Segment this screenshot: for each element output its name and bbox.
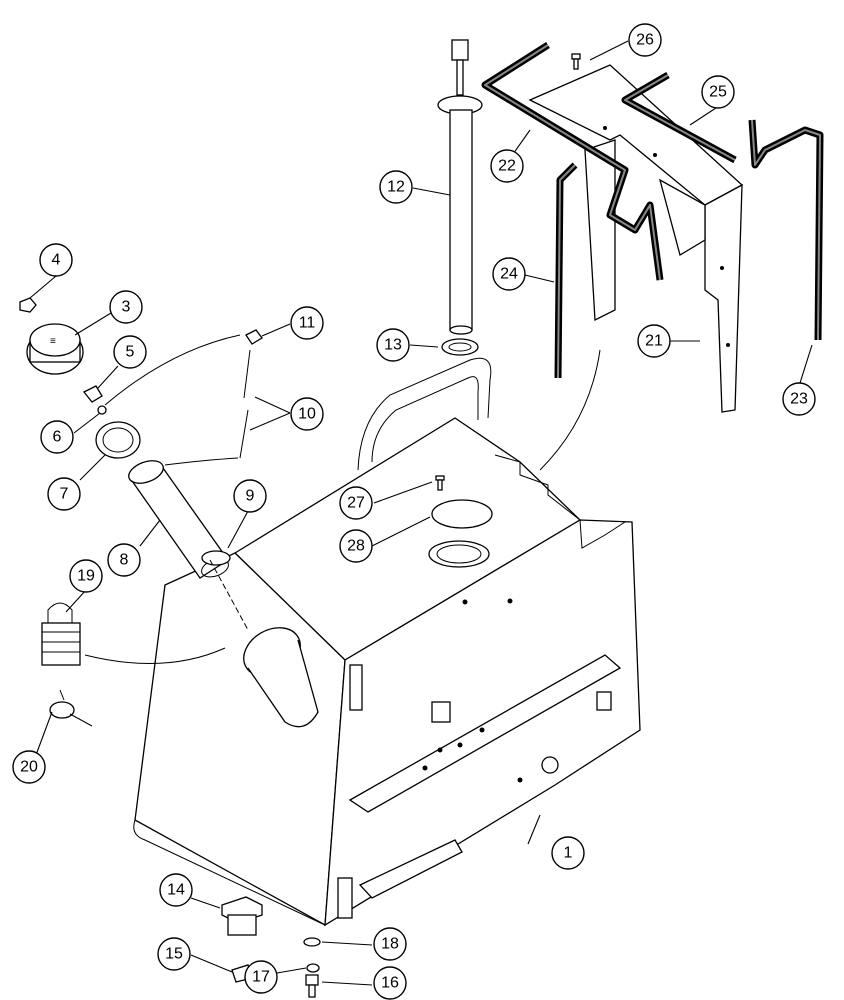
assembly-line-bracket bbox=[539, 349, 601, 471]
svg-text:26: 26 bbox=[636, 32, 654, 49]
callout-4: 4 bbox=[39, 243, 73, 277]
screw-27 bbox=[435, 475, 445, 491]
seal-strip-22 bbox=[481, 42, 664, 281]
callout-13: 13 bbox=[376, 328, 410, 362]
callout-23: 23 bbox=[782, 382, 816, 416]
sender-gasket bbox=[441, 338, 479, 356]
svg-text:14: 14 bbox=[167, 882, 185, 899]
fitting-5 bbox=[82, 385, 103, 403]
svg-text:≡: ≡ bbox=[50, 336, 56, 347]
seal-strip-24 bbox=[554, 162, 578, 379]
cap-gasket bbox=[95, 421, 141, 459]
svg-text:20: 20 bbox=[20, 759, 38, 776]
fuel-tank bbox=[133, 357, 641, 927]
svg-text:28: 28 bbox=[347, 538, 365, 555]
svg-text:15: 15 bbox=[165, 946, 183, 963]
callout-28: 28 bbox=[339, 529, 373, 563]
callout-24: 24 bbox=[492, 257, 526, 291]
callout-26: 26 bbox=[628, 23, 662, 57]
callout-25: 25 bbox=[701, 75, 735, 109]
washer-18 bbox=[303, 937, 321, 947]
svg-text:5: 5 bbox=[126, 344, 135, 361]
callout-12: 12 bbox=[379, 170, 413, 204]
svg-text:11: 11 bbox=[299, 315, 316, 332]
svg-text:10: 10 bbox=[298, 406, 316, 423]
svg-text:3: 3 bbox=[122, 299, 131, 316]
svg-text:13: 13 bbox=[384, 337, 402, 354]
svg-text:19: 19 bbox=[77, 568, 95, 585]
callout-18: 18 bbox=[373, 927, 407, 961]
chain-link-line-2 bbox=[164, 457, 239, 466]
callout-22: 22 bbox=[490, 149, 524, 183]
cover-plate bbox=[431, 499, 493, 529]
seal-strip-23 bbox=[748, 119, 824, 341]
svg-text:16: 16 bbox=[381, 975, 399, 992]
drain-plug bbox=[221, 896, 263, 936]
svg-text:23: 23 bbox=[790, 391, 808, 408]
svg-text:1: 1 bbox=[564, 845, 573, 862]
callout-19: 19 bbox=[69, 559, 103, 593]
callout-15: 15 bbox=[157, 937, 191, 971]
clip-6 bbox=[97, 405, 107, 415]
svg-text:4: 4 bbox=[52, 252, 61, 269]
callout-20: 20 bbox=[12, 750, 46, 784]
washer-17 bbox=[306, 963, 320, 973]
callout-1: 1 bbox=[551, 836, 585, 870]
callout-11: 11 bbox=[290, 306, 324, 340]
callout-9: 9 bbox=[233, 479, 267, 513]
sender-gasket-hole bbox=[448, 342, 472, 352]
callout-27: 27 bbox=[339, 486, 373, 520]
leader-lines bbox=[29, 40, 813, 986]
padlock-link-line bbox=[84, 647, 226, 664]
chain bbox=[239, 329, 263, 459]
nut-4 bbox=[19, 297, 37, 313]
callout-3: 3 bbox=[109, 290, 143, 324]
svg-text:12: 12 bbox=[387, 179, 405, 196]
chain-link-line-1 bbox=[104, 334, 241, 406]
callout-5: 5 bbox=[113, 335, 147, 369]
keys bbox=[49, 689, 93, 727]
svg-text:8: 8 bbox=[120, 552, 129, 569]
svg-text:27: 27 bbox=[347, 495, 365, 512]
svg-text:22: 22 bbox=[498, 158, 516, 175]
callout-14: 14 bbox=[159, 873, 193, 907]
bolt-16 bbox=[305, 974, 319, 998]
mounting-bracket bbox=[528, 64, 744, 413]
padlock bbox=[41, 602, 81, 666]
svg-text:7: 7 bbox=[60, 486, 69, 503]
centerline bbox=[209, 559, 249, 631]
svg-text:25: 25 bbox=[709, 84, 727, 101]
callout-8: 8 bbox=[107, 543, 141, 577]
fuel-sender-unit bbox=[437, 39, 483, 335]
screw-26 bbox=[571, 53, 581, 70]
callout-7: 7 bbox=[47, 477, 81, 511]
seal-strip-25 bbox=[621, 71, 737, 164]
callout-10: 10 bbox=[290, 397, 324, 431]
strainer-clamp bbox=[201, 550, 231, 566]
svg-text:9: 9 bbox=[246, 488, 255, 505]
callout-17: 17 bbox=[244, 960, 278, 994]
callout-6: 6 bbox=[40, 420, 74, 454]
svg-text:17: 17 bbox=[252, 969, 270, 986]
fuel-cap: ≡ bbox=[26, 323, 84, 375]
svg-text:18: 18 bbox=[381, 936, 399, 953]
svg-text:21: 21 bbox=[645, 333, 663, 350]
svg-text:24: 24 bbox=[500, 266, 518, 283]
callout-21: 21 bbox=[637, 324, 671, 358]
callout-16: 16 bbox=[373, 966, 407, 1000]
cap-gasket-hole bbox=[102, 427, 134, 453]
svg-text:6: 6 bbox=[53, 429, 62, 446]
